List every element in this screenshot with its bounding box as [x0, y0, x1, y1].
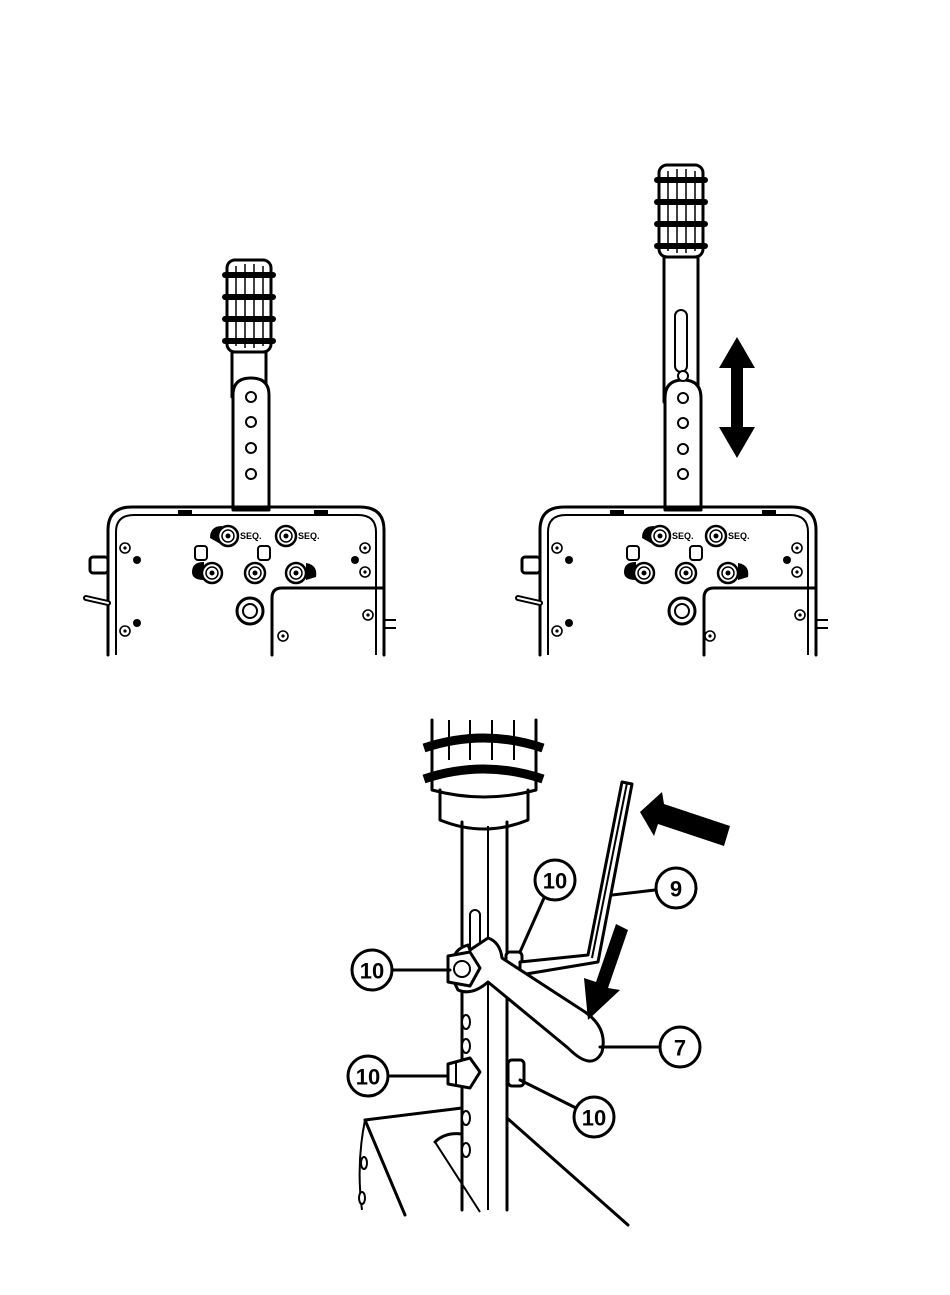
push-arrow-hex-key — [640, 792, 730, 846]
seq-label-left-2: SEQ. — [298, 531, 320, 541]
shifter-device-left: SEQ. SEQ. — [86, 260, 396, 655]
callout-hex-key: 9 — [656, 868, 696, 908]
housing-right — [540, 507, 816, 655]
callout-wrench-text: 7 — [674, 1036, 686, 1061]
grip-left — [222, 260, 276, 352]
seq-label-right-2: SEQ. — [728, 531, 750, 541]
shifter-device-right: SEQ. SEQ. — [518, 165, 828, 655]
callout-bolt-upper-right-text: 10 — [543, 869, 567, 894]
callout-bolt-lower-right: 10 — [574, 1097, 614, 1137]
seq-label-left-1: SEQ. — [240, 531, 262, 541]
callout-bolt-lower-left: 10 — [348, 1056, 388, 1096]
adjustment-closeup — [359, 720, 730, 1225]
callout-bolt-upper-left-text: 10 — [360, 959, 384, 984]
callout-bolt-lower-right-text: 10 — [582, 1106, 606, 1131]
callout-wrench: 7 — [660, 1027, 700, 1067]
housing-left — [108, 507, 384, 655]
adjust-height-arrow — [719, 337, 755, 458]
callout-bolt-upper-right: 10 — [535, 860, 575, 900]
seq-label-right-1: SEQ. — [672, 531, 694, 541]
callout-hex-key-text: 9 — [670, 877, 682, 902]
callout-bolt-lower-left-text: 10 — [356, 1065, 380, 1090]
callout-bolt-upper-left: 10 — [352, 950, 392, 990]
grip-right — [654, 165, 708, 257]
